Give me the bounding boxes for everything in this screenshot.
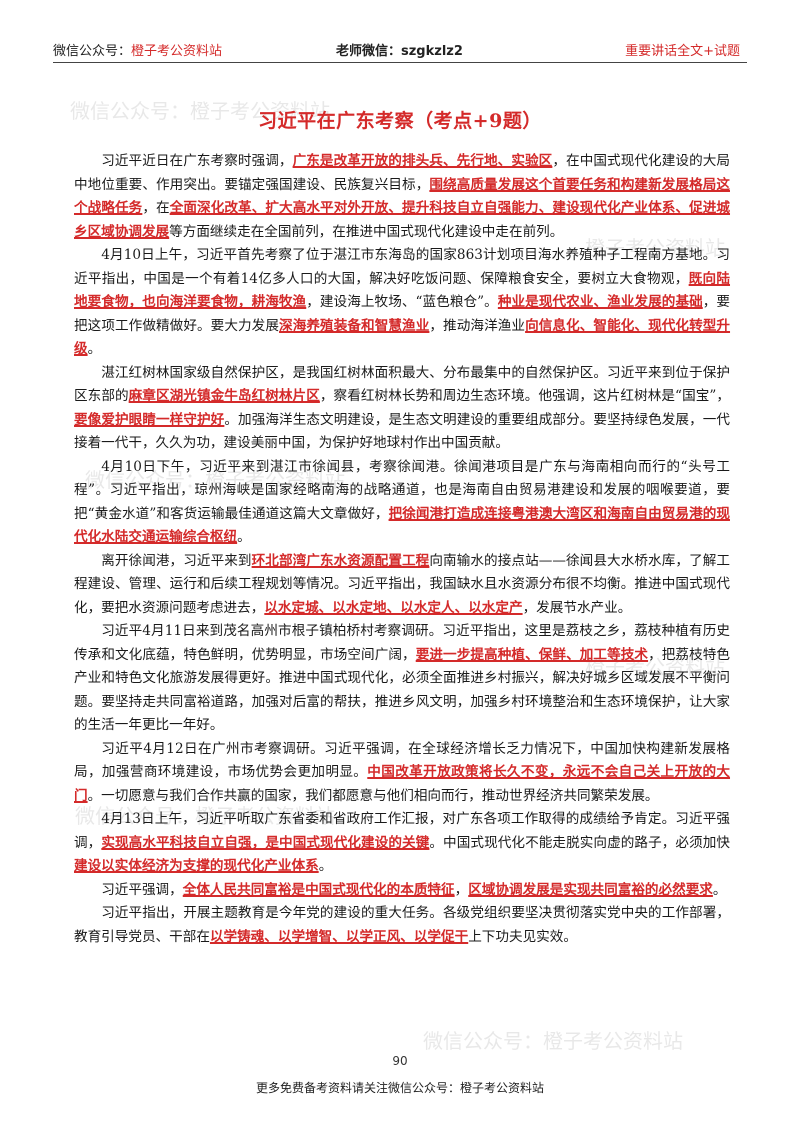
key-point-highlight: 全体人民共同富裕是中国式现代化的本质特征: [182, 881, 455, 898]
paragraph-text: ，察看红树林长势和周边生态环境。他强调，这片红树林是“国宝”，: [319, 388, 730, 404]
paragraph-text: ，推动海洋渔业: [429, 317, 526, 334]
paragraph: 习近平强调，全体人民共同富裕是中国式现代化的本质特征，区域协调发展是实现共同富裕…: [74, 879, 730, 903]
paragraph-text: 等方面继续走在全国前列，在推进中国式现代化建设中走在前列。: [169, 223, 564, 240]
paragraph-text: 上下功夫见实效。: [468, 928, 577, 945]
paragraph-text: 4月13日上午，习近平听取广东省委和省政府工作汇报，对广东各项工作取得的成绩给予…: [74, 811, 730, 851]
paragraph: 湛江红树林国家级自然保护区，是我国红树林面积最大、分布最集中的自然保护区。习近平…: [74, 362, 730, 456]
paragraph-text: 。中国式现代化不能走脱实向虚的路子，必须加快: [429, 834, 731, 851]
key-point-highlight: 深海养殖装备和智慧渔业: [279, 317, 430, 334]
paragraph-text: 。: [237, 529, 251, 545]
key-point-highlight: 围绕高质量发展这个首要任务和构建新发展格局这个战略任务: [74, 176, 730, 217]
paragraph-text: ，把荔枝特色产业和特色文化旅游发展得更好。推进中国式现代化，必须全面推进乡村振兴…: [74, 646, 731, 734]
key-point-highlight: 向信息化、智能化、现代化转型升级: [74, 317, 731, 358]
key-point-highlight: 区域协调发展是实现共同富裕的必然要求: [468, 881, 713, 898]
paragraph-text: 习近平4月12日在广州市考察调研。习近平强调，在全球经济增长乏力情况下，中国加快…: [74, 740, 730, 781]
header-wechat-label: 微信公众号：: [53, 44, 132, 59]
key-point-highlight: 以水定城、以水定地、以水定人、以水定产: [264, 599, 523, 616]
key-point-highlight: 全面深化改革、扩大高水平对外开放、提升科技自立自强能力、建设现代化产业体系、促进…: [74, 200, 731, 240]
key-point-highlight: 环北部湾广东水资源配置工程: [251, 552, 430, 569]
key-point-highlight: 以学铸魂、以学增智、以学正风、以学促干: [209, 928, 469, 945]
header-wechat-account: 微信公众号：橙子考公资料站: [53, 40, 222, 59]
paragraph-text: 4月10日下午，习近平来到湛江市徐闻县，考察徐闻港。徐闻港项目是广东与海南相向而…: [74, 458, 730, 522]
header-teacher-wechat: 老师微信：szgkzlz2: [336, 44, 463, 59]
paragraph-text: 习近平指出，开展主题教育是今年党的建设的重大任务。各级党组织要坚决贯彻落实党中央…: [74, 905, 730, 945]
paragraph-text: 。: [318, 858, 333, 874]
header-doc-type: 重要讲话全文+试题: [625, 44, 740, 59]
key-point-highlight: 实现高水平科技自立自强，是中国式现代化建设的关键: [101, 834, 430, 851]
paragraph: 习近平指出，开展主题教育是今年党的建设的重大任务。各级党组织要坚决贯彻落实党中央…: [74, 902, 730, 949]
header-divider: [53, 62, 747, 63]
paragraph-text: 习近平4月11日来到茂名高州市根子镇柏桥村考察调研。习近平指出，这里是荔枝之乡，…: [74, 623, 730, 663]
paragraph: 离开徐闻港，习近平来到环北部湾广东水资源配置工程向南输水的接点站——徐闻县大水桥…: [74, 550, 730, 621]
paragraph-text: ，: [454, 881, 469, 898]
paragraph-text: ，发展节水产业。: [522, 599, 632, 616]
paragraph: 习近平近日在广东考察时强调，广东是改革开放的排头兵、先行地、实验区，在中国式现代…: [74, 150, 730, 244]
paragraph: 习近平4月12日在广州市考察调研。习近平强调，在全球经济增长乏力情况下，中国加快…: [74, 738, 730, 809]
key-point-highlight: 广东是改革开放的排头兵、先行地、实验区: [292, 153, 553, 169]
paragraph-text: ，在: [142, 200, 170, 216]
paragraph-text: 。: [712, 881, 727, 898]
paragraph-text: 。: [87, 341, 102, 357]
watermark: 微信公众号：橙子考公资料站: [423, 1029, 683, 1053]
paragraph-text: ，建设海上牧场、“蓝色粮仓”。: [306, 294, 498, 310]
paragraph-text: 离开徐闻港，习近平来到: [101, 552, 252, 569]
paragraph: 4月10日上午，习近平首先考察了位于湛江市东海岛的国家863计划项目海水养殖种子…: [74, 244, 730, 362]
page-footer: 更多免费备考资料请关注微信公众号：橙子考公资料站: [255, 1081, 544, 1095]
paragraph-text: ，要把这项工作做精做好。要大力发展: [74, 294, 731, 334]
paragraph-text: 习近平强调，: [101, 881, 183, 898]
key-point-highlight: 把徐闻港打造成连接粤港澳大湾区和海南自由贸易港的现代化水陆交通运输综合枢纽: [74, 505, 730, 546]
paragraph-text: 。一切愿意与我们合作共赢的国家，我们都愿意与他们相向而行，推动世界经济共同繁荣发…: [87, 787, 659, 804]
paragraph-text: ，在中国式现代化建设的大局中地位重要、作用突出。要锚定强国建设、民族复兴目标，: [74, 153, 731, 193]
key-point-highlight: 既向陆地要食物，也向海洋要食物，耕海牧渔: [74, 270, 731, 311]
paragraph: 4月10日下午，习近平来到湛江市徐闻县，考察徐闻港。徐闻港项目是广东与海南相向而…: [74, 456, 730, 550]
key-point-highlight: 要像爱护眼睛一样守护好: [74, 411, 225, 428]
key-point-highlight: 种业是现代农业、渔业发展的基础: [497, 294, 703, 310]
paragraph: 习近平4月11日来到茂名高州市根子镇柏桥村考察调研。习近平指出，这里是荔枝之乡，…: [74, 620, 730, 738]
paragraph-text: 湛江红树林国家级自然保护区，是我国红树林面积最大、分布最集中的自然保护区。习近平…: [74, 364, 730, 405]
article-body: 习近平近日在广东考察时强调，广东是改革开放的排头兵、先行地、实验区，在中国式现代…: [74, 150, 730, 949]
paragraph-text: 。加强海洋生态文明建设，是生态文明建设的重要组成部分。要坚持绿色发展，一代接着一…: [74, 411, 731, 452]
key-point-highlight: 建设以实体经济为支撑的现代化产业体系: [74, 858, 319, 874]
paragraph-text: 向南输水的接点站——徐闻县大水桥水库，了解工程建设、管理、运行和后续工程规划等情…: [74, 552, 731, 616]
paragraph-text: 习近平近日在广东考察时强调，: [101, 153, 293, 169]
page-title: 习近平在广东考察（考点+9题）: [258, 110, 542, 132]
key-point-highlight: 中国改革开放政策将长久不变，永远不会自己关上开放的大门: [74, 764, 731, 804]
paragraph: 4月13日上午，习近平听取广东省委和省政府工作汇报，对广东各项工作取得的成绩给予…: [74, 808, 730, 879]
key-point-highlight: 要进一步提高种植、保鲜、加工等技术: [415, 646, 649, 663]
key-point-highlight: 麻章区湖光镇金牛岛红树林片区: [128, 388, 320, 404]
paragraph-text: 4月10日上午，习近平首先考察了位于湛江市东海岛的国家863计划项目海水养殖种子…: [74, 247, 730, 287]
header-wechat-name: 橙子考公资料站: [131, 44, 223, 59]
page-number: 90: [392, 1054, 408, 1068]
page-header: 微信公众号：橙子考公资料站 老师微信：szgkzlz2 重要讲话全文+试题: [0, 0, 800, 64]
